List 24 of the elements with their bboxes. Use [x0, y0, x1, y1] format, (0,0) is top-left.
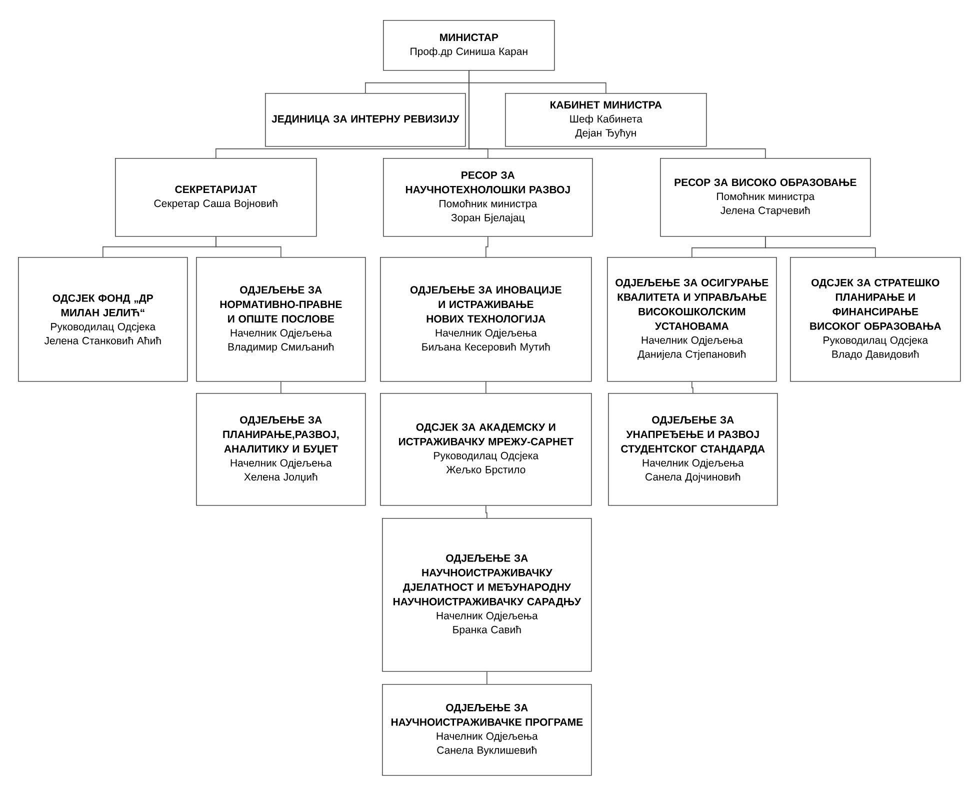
org-box: ОДЈЕЉЕЊЕ ЗА НАУЧНОИСТРАЖИВАЧКУ ДЈЕЛАТНОСТ И МЕЂУНАРОДНУ НАУЧНОИСТРАЖИВАЧКУ САРАДЊУ Начелник Одјељења Бранка Савић [382, 518, 592, 672]
connector-line [468, 70, 766, 158]
org-box: КАБИНЕТ МИНИСТРА Шеф Кабинета Дејан Ђућун [505, 93, 707, 147]
connector-line [486, 671, 488, 684]
connector-line [486, 236, 488, 258]
org-box: ЈЕДИНИЦА ЗА ИНТЕРНУ РЕВИЗИЈУ [265, 93, 466, 147]
org-box: МИНИСТАР Проф.др Синиша Каран [383, 20, 555, 71]
org-box: СЕКРЕТАРИЈАТ Секретар Саша Војновић [115, 158, 317, 237]
org-box: ОДЈЕЉЕЊЕ ЗА ПЛАНИРАЊЕ,РАЗВОЈ, АНАЛИТИКУ И БУЏЕТ Начелник Одјељења Хелена Јолџић [196, 393, 366, 506]
connector-line [692, 381, 694, 394]
connector-line [280, 381, 282, 394]
org-box: ОДЈЕЉЕЊЕ ЗА НАУЧНОИСТРАЖИВАЧКЕ ПРОГРАМЕ Начелник Одјељења Санела Вуклишевић [382, 684, 592, 776]
org-box: ОДЈЕЉЕЊЕ ЗА ОСИГУРАЊЕ КВАЛИТЕТА И УПРАВЉАЊЕ ВИСОКОШКОЛСКИМ УСТАНОВАМА Начелник Одјељења Данијела Стјепановић [607, 257, 777, 382]
org-box: РЕСОР ЗА ВИСОКО ОБРАЗОВАЊЕ Помоћник министра Јелена Старчевић [660, 158, 871, 237]
org-box: ОДСЈЕК ФОНД „ДР МИЛАН ЈЕЛИЋ“ Руководилац Одсјека Јелена Станковић Аћић [18, 257, 188, 382]
org-box: РЕСОР ЗА НАУЧНОТЕХНОЛОШКИ РАЗВОЈ Помоћник министра Зоран Бјелајац [383, 158, 593, 237]
org-box: ОДСЈЕК ЗА АКАДЕМСКУ И ИСТРАЖИВАЧКУ МРЕЖУ-САРНЕТ Руководилац Одсјека Жељко Брстило [380, 393, 592, 506]
org-box: ОДЈЕЉЕЊЕ ЗА УНАПРЕЂЕЊЕ И РАЗВОЈ СТУДЕНТСКОГ СТАНДАРДА Начелник Одјељења Санела Дојчиновић [608, 393, 778, 506]
connector-line [486, 505, 488, 518]
connector-line [216, 236, 282, 258]
org-box: ОДЈЕЉЕЊЕ ЗА НОРМАТИВНО-ПРАВНЕ И ОПШТЕ ПОСЛОВЕ Начелник Одјељења Владимир Смиљанић [196, 257, 366, 382]
org-box: ОДСЈЕК ЗА СТРАТЕШКО ПЛАНИРАЊЕ И ФИНАНСИРАЊЕ ВИСОКОГ ОБРАЗОВАЊА Руководилац Одсјека Владо Давидовић [790, 257, 961, 382]
connector-line [765, 236, 876, 258]
org-box: ОДЈЕЉЕЊЕ ЗА ИНОВАЦИЈЕ И ИСТРАЖИВАЊЕ НОВИХ ТЕХНОЛОГИЈА Начелник Одјељења Биљана Кесеровић Мутић [380, 257, 592, 382]
